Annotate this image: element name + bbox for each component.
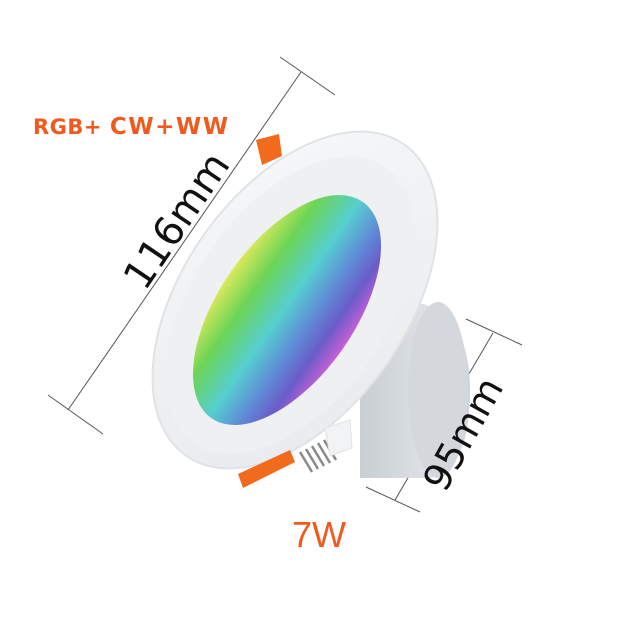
feature-label: RGB+ CW+WW	[33, 114, 230, 140]
dimension-line-diameter	[47, 56, 336, 435]
spring-clip-bottom	[238, 419, 353, 488]
power-label: 7W	[292, 514, 346, 555]
rgb-lens	[193, 195, 381, 425]
feature-label-rgb: RGB+	[33, 115, 103, 139]
feature-label-cw-ww: CW+WW	[109, 114, 230, 140]
spring-clip-top	[256, 134, 282, 165]
